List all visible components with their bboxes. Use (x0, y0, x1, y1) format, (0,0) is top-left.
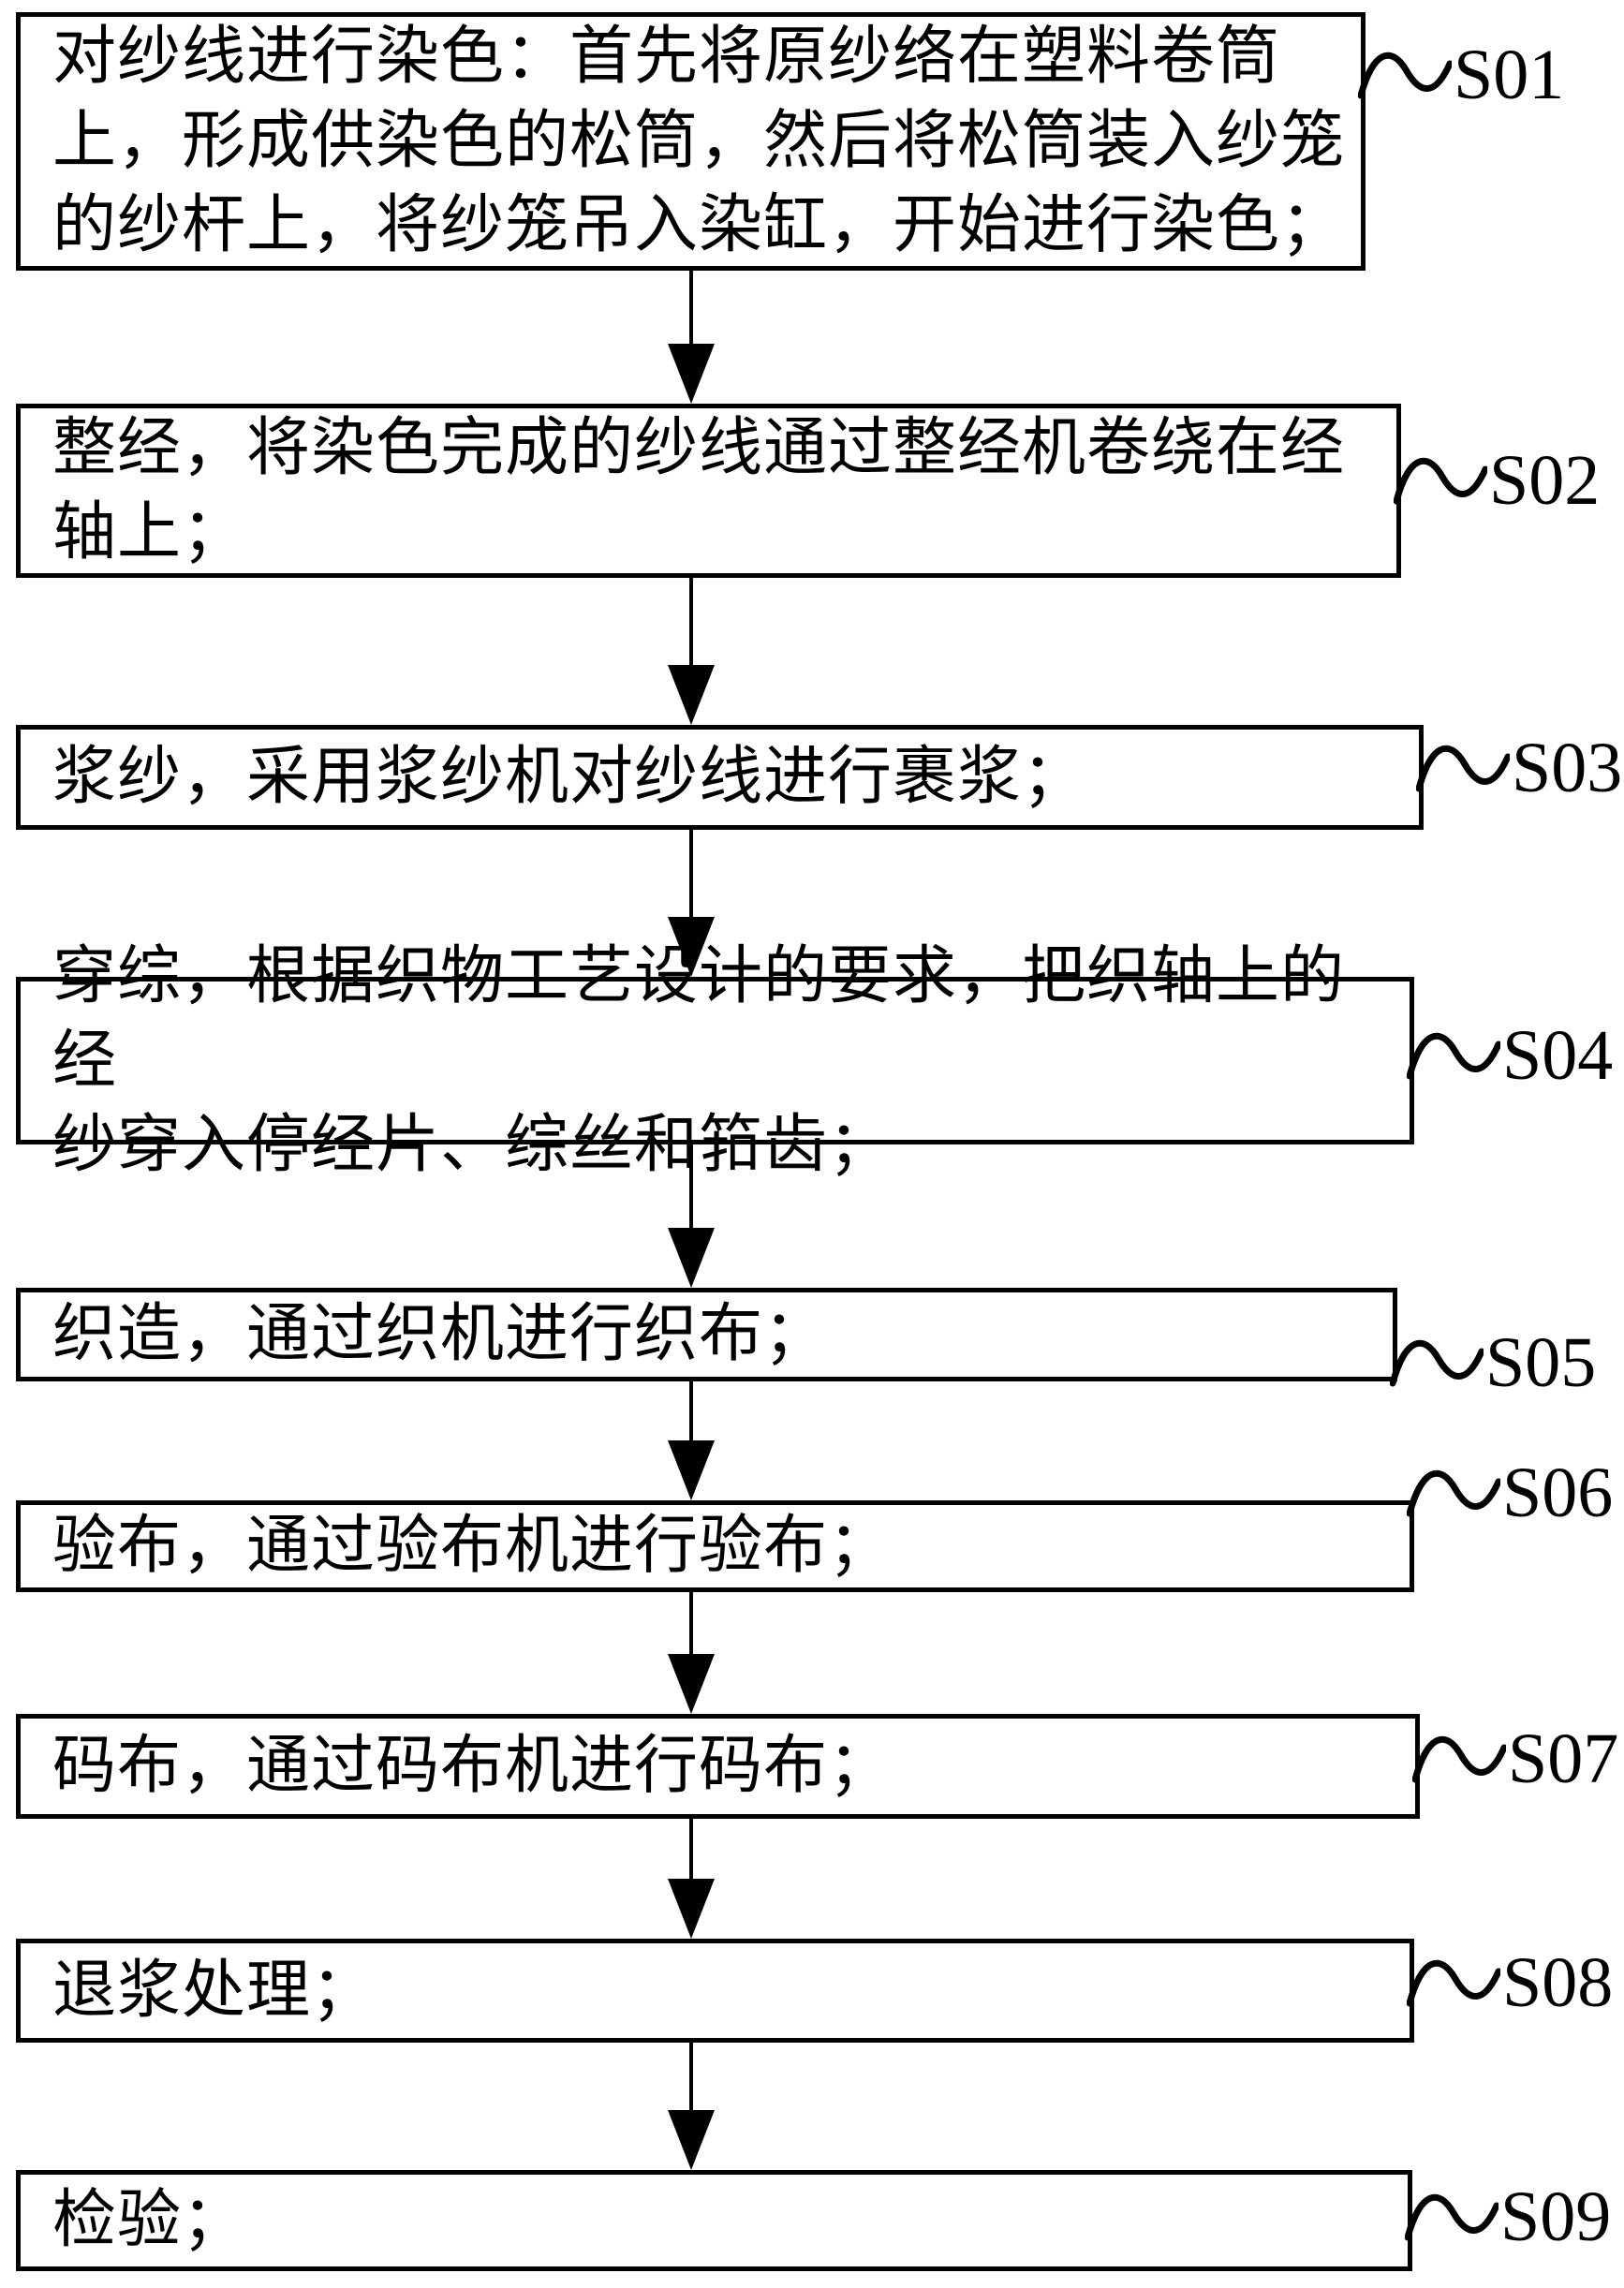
arrow-down-icon (668, 1440, 715, 1500)
step-box-s01: 对纱线进行染色：首先将原纱络在塑料卷筒 上，形成供染色的松筒，然后将松筒装入纱笼… (16, 12, 1366, 271)
step-box-s03: 浆纱，采用浆纱机对纱线进行裹浆； (16, 725, 1424, 830)
step-box-s09: 检验； (16, 2170, 1412, 2271)
step-label-text: S07 (1508, 1719, 1619, 1798)
step-label-text: S08 (1502, 1942, 1614, 2022)
step-box-s02: 整经，将染色完成的纱线通过整经机卷绕在经 轴上； (16, 404, 1401, 578)
flow-arrow-7 (667, 1819, 716, 1939)
arrow-down-icon (668, 1654, 715, 1714)
tilde-connector-icon (1407, 1959, 1500, 2007)
arrow-line (689, 1592, 693, 1654)
step-label-text: S05 (1485, 1322, 1597, 1402)
step-label-text: S03 (1512, 728, 1623, 807)
step-text-s05: 织造，通过织机进行织布； (52, 1297, 829, 1371)
step-label-s09: S09 (1405, 2172, 1611, 2262)
arrow-line (689, 1381, 693, 1440)
step-box-s06: 验布，通过验布机进行验布； (16, 1500, 1414, 1592)
arrow-down-icon (668, 917, 715, 977)
arrow-down-icon (668, 2110, 715, 2170)
step-label-s08: S08 (1407, 1938, 1613, 2028)
step-text-s02: 整经，将染色完成的纱线通过整经机卷绕在经 轴上； (52, 411, 1346, 569)
step-text-s08: 退浆处理； (52, 1953, 376, 2028)
arrow-line (689, 830, 693, 917)
flow-arrow-6 (667, 1592, 716, 1714)
tilde-connector-icon (1407, 1469, 1500, 1517)
step-label-text: S06 (1502, 1453, 1614, 1532)
flow-arrow-4 (667, 1144, 716, 1288)
step-label-s03: S03 (1416, 723, 1622, 813)
step-label-text: S01 (1454, 35, 1565, 114)
step-box-s04: 穿综，根据织物工艺设计的要求，把织轴上的经 纱穿入停经片、综丝和筘齿； (16, 939, 1414, 1182)
step-label-text: S02 (1489, 440, 1601, 520)
tilde-connector-icon (1407, 1032, 1500, 1080)
step-label-text: S04 (1502, 1015, 1614, 1095)
step-label-s06: S06 (1407, 1448, 1613, 1538)
flow-arrow-3 (667, 830, 716, 977)
arrow-down-icon (668, 1879, 715, 1939)
flow-arrow-1 (667, 271, 716, 404)
arrow-line (689, 578, 693, 665)
arrow-line (689, 1144, 693, 1228)
arrow-down-icon (668, 665, 715, 725)
tilde-connector-icon (1358, 52, 1452, 99)
step-box-s08: 退浆处理； (16, 1939, 1414, 2043)
tilde-connector-icon (1416, 745, 1510, 792)
step-label-s02: S02 (1394, 435, 1600, 525)
flow-arrow-2 (667, 578, 716, 725)
step-text-s01: 对纱线进行染色：首先将原纱络在塑料卷筒 上，形成供染色的松筒，然后将松筒装入纱笼… (52, 20, 1346, 262)
step-text-s03: 浆纱，采用浆纱机对纱线进行裹浆； (52, 740, 1087, 814)
step-label-s07: S07 (1412, 1714, 1618, 1804)
step-label-text: S09 (1500, 2177, 1612, 2256)
step-text-s09: 检验； (52, 2183, 247, 2257)
step-text-s07: 码布，通过码布机进行码布； (52, 1729, 893, 1803)
step-box-s05: 织造，通过织机进行织布； (16, 1288, 1397, 1381)
arrow-down-icon (668, 344, 715, 404)
tilde-connector-icon (1394, 457, 1487, 505)
step-label-s01: S01 (1358, 30, 1564, 120)
step-label-s04: S04 (1407, 1011, 1613, 1100)
tilde-connector-icon (1405, 2193, 1499, 2241)
arrow-down-icon (668, 1228, 715, 1288)
arrow-line (689, 271, 693, 344)
step-text-s06: 验布，通过验布机进行验布； (52, 1509, 893, 1583)
step-label-s05: S05 (1390, 1318, 1596, 1408)
flow-arrow-5 (667, 1381, 716, 1500)
arrow-line (689, 1819, 693, 1879)
tilde-connector-icon (1390, 1339, 1484, 1387)
arrow-line (689, 2043, 693, 2110)
tilde-connector-icon (1412, 1735, 1506, 1783)
flow-arrow-8 (667, 2043, 716, 2170)
step-box-s07: 码布，通过码布机进行码布； (16, 1714, 1420, 1819)
